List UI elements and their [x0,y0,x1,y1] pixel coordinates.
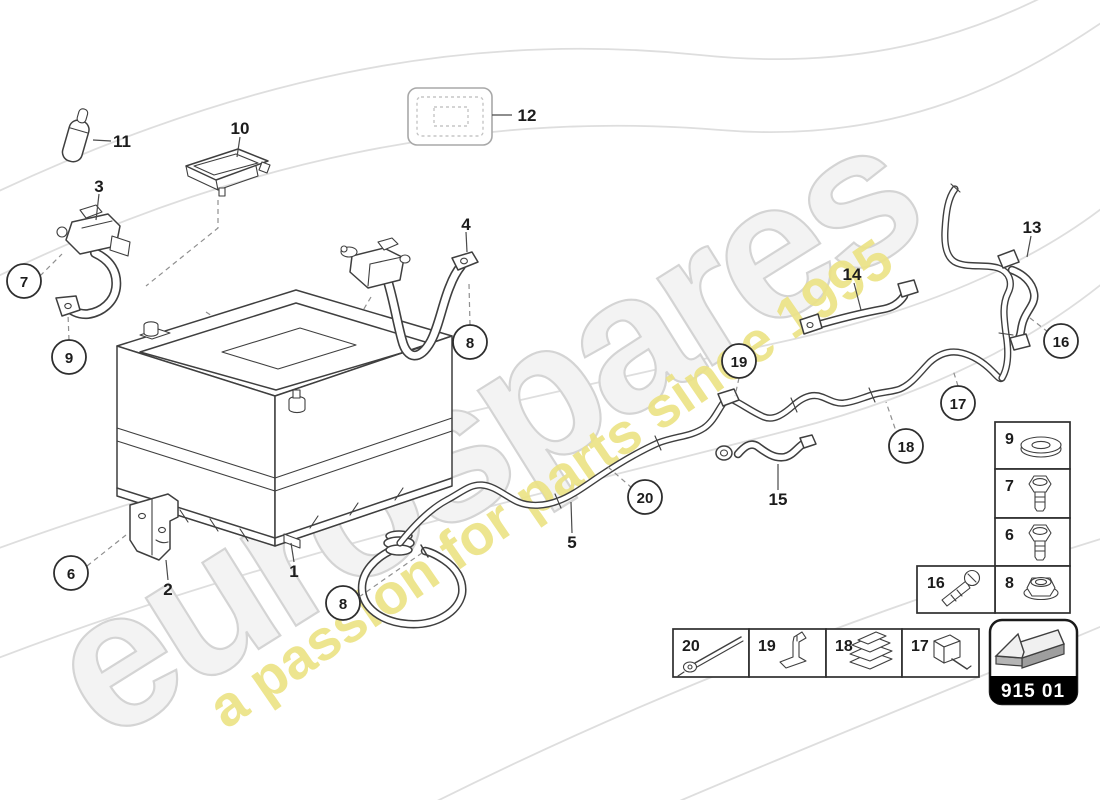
legend-box-17[interactable]: 17 [901,628,980,678]
callout-20-label: 20 [637,490,654,507]
pipe-part-14 [799,279,919,335]
group-code-band [990,676,1077,704]
legend-clip-row: 20 19 18 [672,628,980,678]
legend-box-16-num: 16 [927,575,945,592]
pipe-part-15 [715,434,817,462]
bracket-part-2 [129,493,179,561]
callout-11[interactable]: 11 [113,132,131,151]
label-part-12 [407,87,493,146]
positive-cable-part-4 [340,237,479,361]
callout-17-label: 17 [950,396,967,413]
callout-3[interactable]: 3 [94,177,103,196]
plain-callouts: 11 3 10 12 4 14 13 5 15 2 1 [94,106,1041,599]
legend-box-19[interactable]: 19 [748,628,827,678]
cover-part-10 [185,148,271,197]
callout-14[interactable]: 14 [843,265,862,284]
callout-18-label: 18 [898,439,915,456]
legend-box-18[interactable]: 18 [825,628,903,678]
bracket-part-13 [997,249,1039,351]
washer-icon [1020,436,1062,458]
callout-circle-9[interactable]: 9 [51,339,87,375]
legend-box-20-num: 20 [682,638,700,655]
hex-bolt-icon [1028,475,1052,512]
circled-callouts: 7 9 6 8 8 19 20 17 [6,263,1079,621]
battery-illustration [116,289,453,549]
legend-box-8-num: 8 [1005,575,1014,592]
cap-part-11 [61,108,90,163]
part-group-badge[interactable]: 915 01 [988,618,1079,706]
spring-clip-icon [849,631,893,670]
callout-6-label: 6 [67,566,75,583]
legend-fastener-column: 9 7 6 [994,421,1071,614]
cable-tie-icon [677,636,744,677]
callout-15[interactable]: 15 [769,490,788,509]
callout-circle-18[interactable]: 18 [888,428,924,464]
callout-circle-20[interactable]: 20 [627,479,663,515]
callout-circle-16[interactable]: 16 [1043,323,1079,359]
legend-box-6-num: 6 [1005,527,1014,544]
harness-collar [717,388,740,407]
callout-8-right-label: 8 [466,335,474,352]
legend-box-7-num: 7 [1005,478,1014,495]
legend-box-7[interactable]: 7 [994,468,1071,519]
group-arrow-icon [994,629,1065,669]
hex-bolt-icon [1028,524,1052,561]
callout-circle-17[interactable]: 17 [940,385,976,421]
callout-5[interactable]: 5 [567,533,576,552]
group-code-text: 915 01 [1001,681,1065,702]
ground-cable-part-3 [55,204,131,320]
callout-12[interactable]: 12 [518,106,537,125]
callout-4[interactable]: 4 [461,215,471,234]
flange-nut-icon [1023,577,1059,601]
callout-circle-7[interactable]: 7 [6,263,42,299]
battery-terminal-posts [139,321,306,414]
harness-segment-ticks [554,183,1014,509]
callout-19-label: 19 [731,354,748,371]
legend-box-9-num: 9 [1005,431,1014,448]
legend-screw-box[interactable]: 16 [916,565,996,614]
legend-box-6[interactable]: 6 [994,517,1071,567]
callout-circle-19[interactable]: 19 [721,343,757,379]
clip-housing-icon [933,634,972,670]
callout-2[interactable]: 2 [163,580,172,599]
screw-icon [941,569,981,607]
leader-lines [39,114,1049,598]
callout-circle-6[interactable]: 6 [53,555,89,591]
callout-1[interactable]: 1 [289,562,298,581]
legend-box-8[interactable]: 8 [994,565,1071,614]
callout-9-label: 9 [65,350,73,367]
callout-16-label: 16 [1053,334,1070,351]
callout-8-left-label: 8 [339,596,347,613]
callout-7-label: 7 [20,274,28,291]
callout-10[interactable]: 10 [231,119,250,138]
callout-circle-8-right[interactable]: 8 [452,324,488,360]
callout-13[interactable]: 13 [1023,218,1042,237]
harness-part-5 [396,183,1014,547]
legend-box-18-num: 18 [835,638,853,655]
legend-box-9[interactable]: 9 [994,421,1071,470]
battery-foot-ledge [283,533,301,549]
callout-circle-8-left[interactable]: 8 [325,585,361,621]
legend-box-19-num: 19 [758,638,776,655]
legend-box-17-num: 17 [911,638,929,655]
legend-box-20[interactable]: 20 [672,628,750,678]
bracket-clip-icon [779,631,807,669]
